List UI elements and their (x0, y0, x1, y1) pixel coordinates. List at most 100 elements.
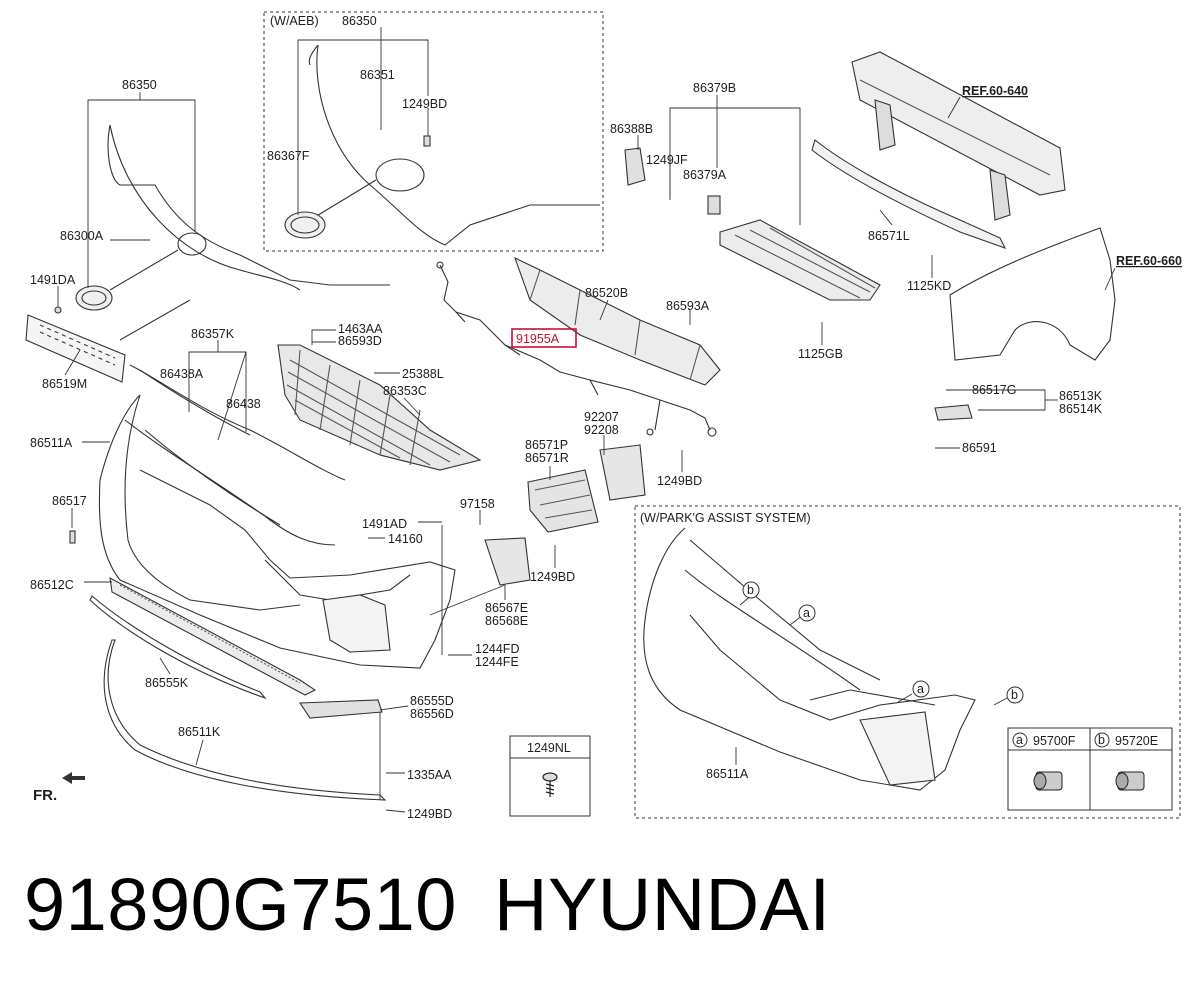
ref-60-660-label: REF.60-660 (1116, 254, 1182, 268)
legend-b-symbol: b (1098, 733, 1105, 747)
label-86517: 86517 (52, 494, 87, 508)
air-guard-86379B (719, 219, 881, 301)
label-1463AA: 1463AA (338, 322, 383, 336)
label-92207: 92207 (584, 410, 619, 424)
label-1125KD: 1125KD (907, 279, 951, 293)
label-86571P: 86571P (525, 438, 568, 452)
label-86520B: 86520B (585, 286, 628, 300)
direction-label: FR. (33, 787, 57, 804)
radiator-grille-86353C (277, 344, 482, 471)
label-95700F: 95700F (1033, 734, 1076, 748)
label-86511A-parking: 86511A (706, 767, 749, 781)
label-86571L: 86571L (868, 229, 910, 243)
label-1249BD-top: 1249BD (402, 97, 447, 111)
brand-caption: HYUNDAI (494, 863, 831, 946)
label-86571R: 86571R (525, 451, 569, 465)
bolt-1491DA (54, 306, 62, 314)
label-86300A: 86300A (60, 229, 104, 243)
forward-arrow-icon (62, 772, 85, 784)
aeb-clip (423, 135, 431, 147)
label-14160: 14160 (388, 532, 423, 546)
label-25388L: 25388L (402, 367, 444, 381)
label-1125GB: 1125GB (798, 347, 843, 361)
label-86388B: 86388B (610, 122, 653, 136)
grille-strip-86438 (129, 364, 346, 481)
clip-86517 (69, 530, 76, 544)
label-86350-aeb: 86350 (342, 14, 377, 28)
label-86351: 86351 (360, 68, 395, 82)
label-1335AA: 1335AA (407, 768, 452, 782)
sensor-legend: a 95700F b 95720E (1007, 727, 1173, 811)
label-86513K: 86513K (1059, 389, 1103, 403)
label-86568E: 86568E (485, 614, 528, 628)
label-86512C: 86512C (30, 578, 74, 592)
label-86379A: 86379A (683, 168, 727, 182)
screw-icon (542, 772, 558, 797)
label-1244FD: 1244FD (475, 642, 519, 656)
label-86593A: 86593A (666, 299, 710, 313)
wiring-harness (439, 264, 711, 431)
label-86357K: 86357K (191, 327, 235, 341)
legend-a-symbol: a (1016, 733, 1023, 747)
ref-60-640-label: REF.60-640 (962, 84, 1028, 98)
label-86556D: 86556D (410, 707, 454, 721)
emblem-mount-86300A (177, 232, 207, 256)
label-86519M: 86519M (42, 377, 87, 391)
bracket-86379A (707, 195, 721, 215)
label-86511A: 86511A (30, 436, 73, 450)
energy-absorber-86520B (514, 256, 721, 386)
symbol-a-2: a (917, 682, 924, 696)
label-1249BD-mid: 1249BD (530, 570, 575, 584)
aeb-grille-shroud (316, 44, 600, 246)
label-92208: 92208 (584, 423, 619, 437)
label-86353C: 86353C (383, 384, 427, 398)
aeb-inset-title: (W/AEB) (270, 14, 319, 28)
label-86555K: 86555K (145, 676, 189, 690)
bolt-1249NL-box: 1249NL (509, 735, 591, 817)
label-1249BD-right: 1249BD (657, 474, 702, 488)
symbol-a-1: a (803, 606, 810, 620)
label-86555D: 86555D (410, 694, 454, 708)
bracket-86567E (484, 537, 531, 586)
bracket-86388B (624, 147, 646, 186)
label-86593D: 86593D (338, 334, 382, 348)
lower-spoiler-86555K (89, 595, 267, 700)
label-1249JF: 1249JF (646, 153, 688, 167)
bumper-parts-diagram: (W/AEB) (W/PARK'G ASSIST SYSTEM) 1249NL … (25, 11, 1182, 821)
undercover-strip-86571L (811, 139, 1007, 249)
label-1249BD-bottom: 1249BD (407, 807, 452, 821)
parking-sensor-wire (684, 569, 861, 691)
label-86511K: 86511K (178, 725, 221, 739)
front-emblem (75, 285, 113, 311)
label-86350: 86350 (122, 78, 157, 92)
side-bracket-86513K (934, 404, 973, 421)
label-95720E: 95720E (1115, 734, 1158, 748)
label-86567E: 86567E (485, 601, 528, 615)
label-86591: 86591 (962, 441, 997, 455)
part-number-caption: 91890G7510 (24, 863, 457, 946)
parking-assist-inset-title: (W/PARK'G ASSIST SYSTEM) (640, 511, 811, 525)
label-86517G: 86517G (972, 383, 1016, 397)
label-1244FE: 1244FE (475, 655, 519, 669)
license-bracket-86519M (25, 314, 126, 383)
symbol-b-2: b (1011, 688, 1018, 702)
front-bumper-cover-86511A (98, 394, 456, 669)
label-86367F: 86367F (267, 149, 310, 163)
label-97158: 97158 (460, 497, 495, 511)
parking-assist-bumper-86511A (643, 527, 976, 791)
parking-sensor-icon-b (1115, 771, 1145, 791)
bracket-86555D (298, 699, 383, 719)
symbol-b-1: b (747, 583, 754, 597)
lower-lip-86511K (103, 639, 387, 801)
label-1491DA: 1491DA (30, 273, 76, 287)
bolt-box-label: 1249NL (527, 741, 571, 755)
parking-assist-inset-box (634, 505, 1181, 819)
aeb-radar-window (375, 158, 425, 192)
aeb-inset-box (263, 11, 604, 252)
parking-sensor-icon-a (1033, 771, 1063, 791)
aeb-emblem (284, 211, 326, 239)
label-86438A: 86438A (160, 367, 204, 381)
fog-trim-86571P (527, 469, 599, 533)
bumper-beam-ref-60-640 (851, 51, 1066, 221)
bracket-92207 (599, 444, 646, 501)
